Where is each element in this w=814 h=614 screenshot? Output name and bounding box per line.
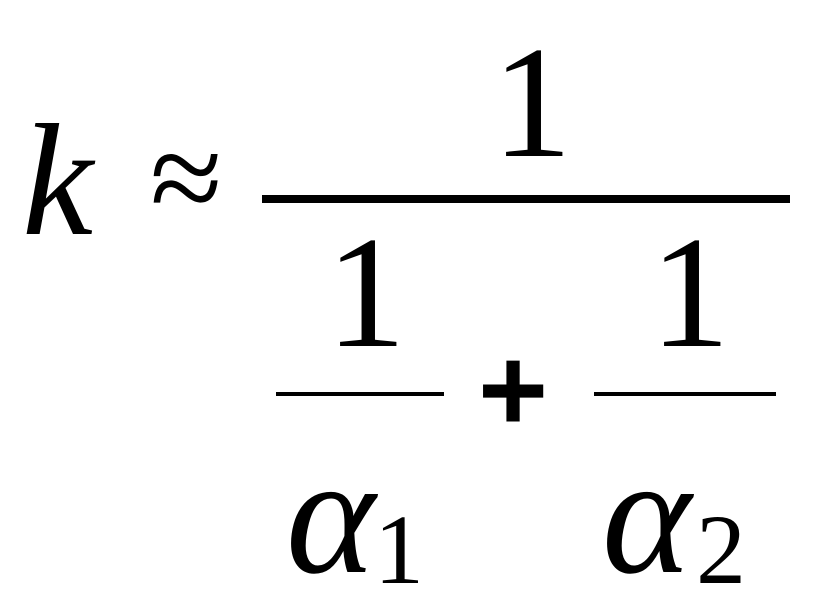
- variable-k: k: [22, 91, 94, 269]
- term2-subscript: 2: [696, 494, 746, 605]
- term2-alpha: α: [602, 421, 692, 609]
- term1-alpha: α: [286, 421, 376, 609]
- main-numerator: 1: [492, 13, 572, 191]
- term2-fraction-bar: [594, 392, 776, 396]
- approx-sign: ≈: [150, 104, 223, 251]
- term1-subscript: 1: [374, 494, 424, 605]
- term2-numerator: 1: [650, 203, 730, 381]
- main-fraction-bar: [262, 195, 790, 203]
- plus-sign: +: [478, 323, 549, 457]
- term1-numerator: 1: [326, 203, 406, 381]
- term1-fraction-bar: [276, 392, 444, 396]
